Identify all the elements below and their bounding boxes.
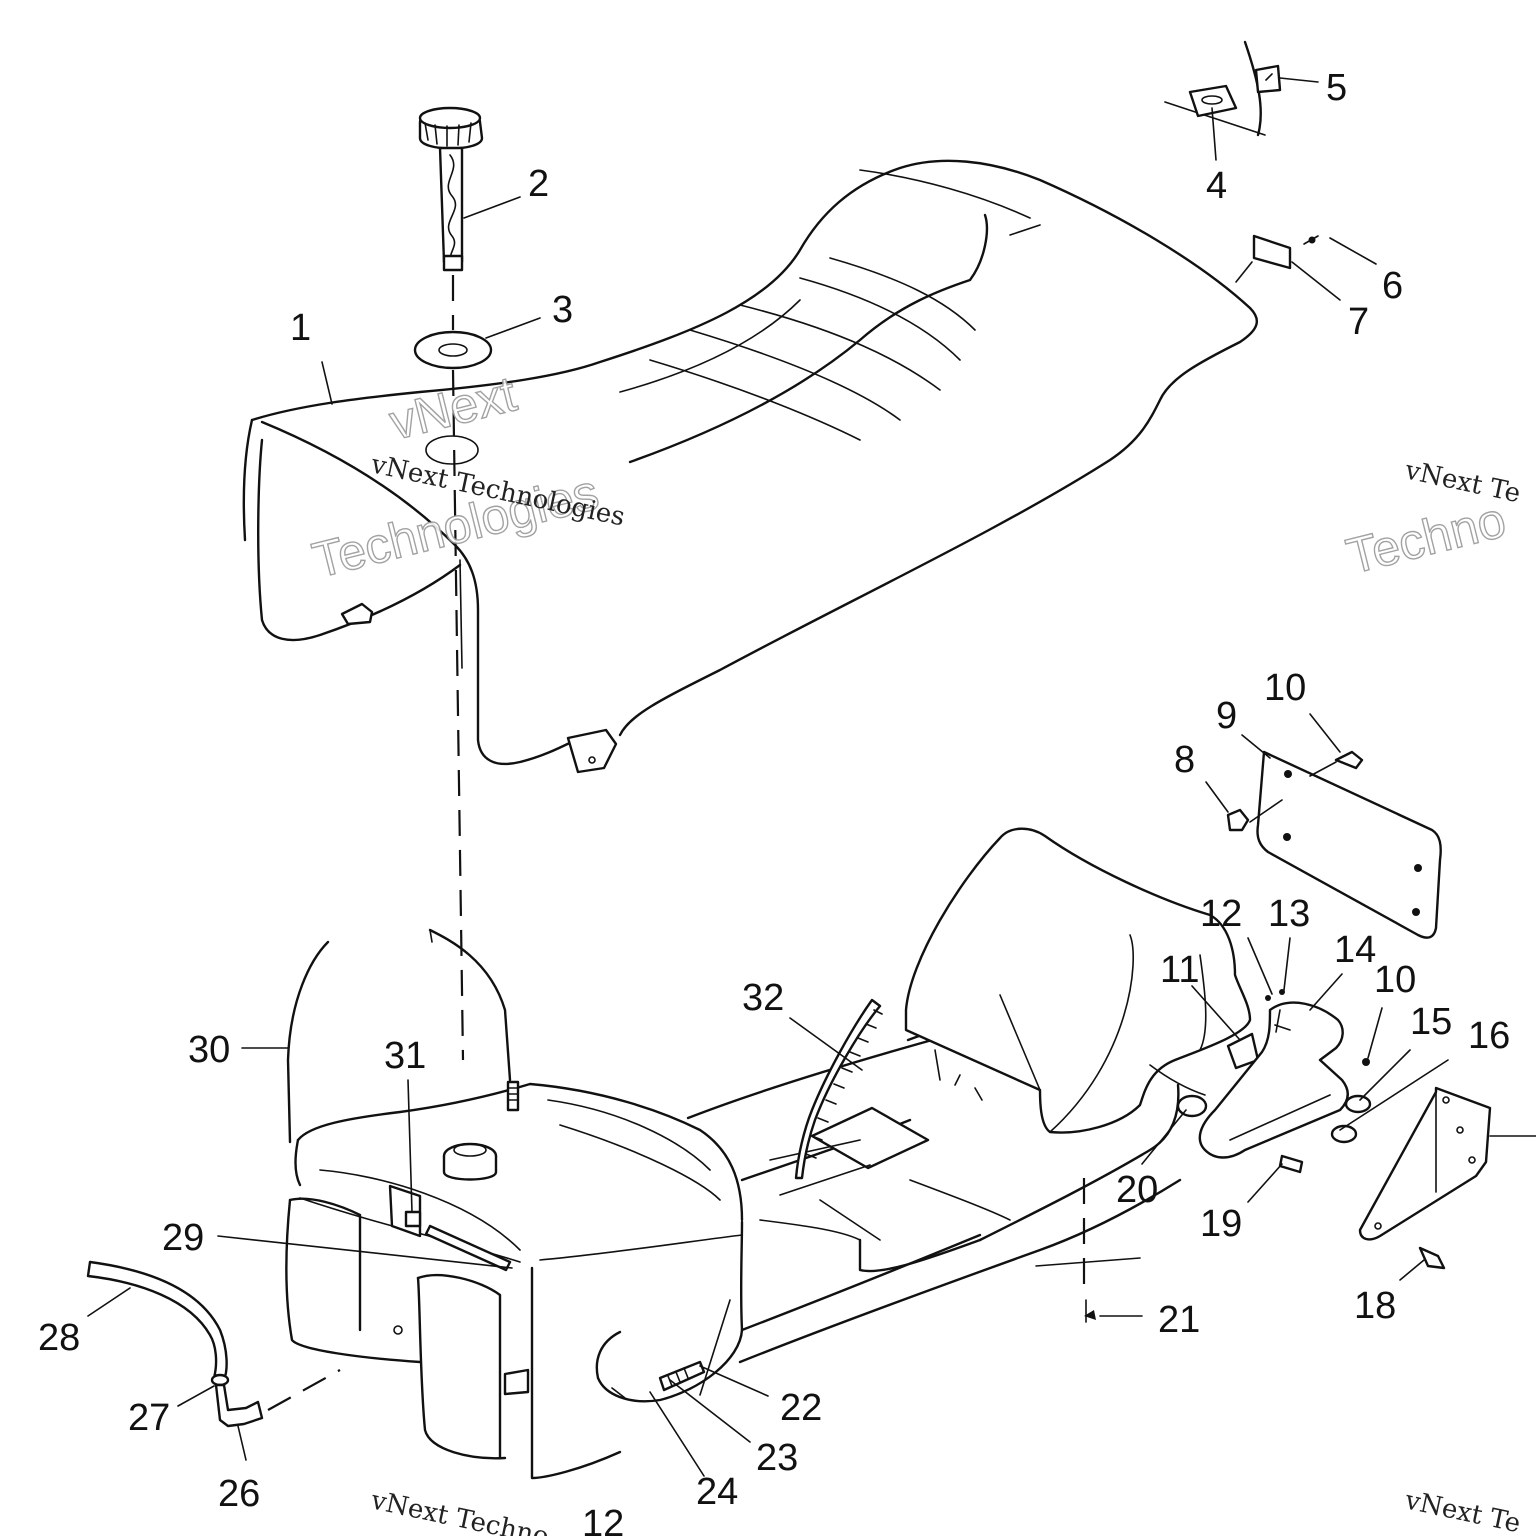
fuel-tank-part[interactable]: [285, 1080, 861, 1480]
callout-labels: 1 2 3 4 5 6 7 8 9 10 10 11 12 13 14 15 1…: [38, 67, 1510, 1536]
callout-10-side: 10: [1374, 959, 1416, 1001]
screw-10[interactable]: [1309, 750, 1364, 777]
fuel-line-32[interactable]: [794, 998, 883, 1180]
callout-32: 32: [742, 977, 784, 1019]
plate-9[interactable]: [1256, 750, 1442, 939]
callout-3: 3: [552, 289, 573, 331]
seat-part[interactable]: [242, 159, 1259, 774]
callout-22: 22: [780, 1387, 822, 1429]
callout-28: 28: [38, 1317, 80, 1359]
hose-28[interactable]: [86, 1260, 228, 1382]
leader-lines: [87, 77, 1449, 1477]
callout-2: 2: [528, 163, 549, 205]
callout-30: 30: [188, 1029, 230, 1071]
callout-9: 9: [1216, 695, 1237, 737]
callout-15: 15: [1410, 1001, 1452, 1043]
callout-23: 23: [756, 1437, 798, 1479]
callout-12: 12: [1200, 893, 1242, 935]
bracket-clip-part[interactable]: [1235, 234, 1319, 283]
grommet-15[interactable]: [1330, 1058, 1372, 1144]
watermark-line2a: vNext: [384, 365, 522, 450]
callout-19: 19: [1200, 1203, 1242, 1245]
side-bracket-16[interactable]: [1358, 1086, 1536, 1241]
callout-31: 31: [384, 1035, 426, 1077]
callout-21: 21: [1158, 1299, 1200, 1341]
callout-14: 14: [1334, 929, 1376, 971]
watermark-corner-right-big: Techno: [1341, 491, 1511, 584]
callout-29: 29: [162, 1217, 204, 1259]
callout-4: 4: [1206, 165, 1227, 207]
nut-8[interactable]: [1226, 799, 1283, 832]
elbow-26-27[interactable]: [210, 1369, 341, 1428]
callout-27: 27: [128, 1397, 170, 1439]
gasket-part[interactable]: [413, 330, 493, 370]
watermark-bottom-left: vNext Techno: [368, 1485, 552, 1536]
callout-26: 26: [218, 1473, 260, 1515]
callout-8: 8: [1174, 739, 1195, 781]
alignment-dash: [451, 369, 465, 1061]
frame-part[interactable]: [686, 827, 1260, 1364]
callout-24: 24: [696, 1471, 738, 1513]
callout-7: 7: [1348, 301, 1369, 343]
watermark-bottom-right: vNext Te: [1402, 1485, 1524, 1536]
callout-11: 11: [1160, 949, 1199, 991]
callout-5: 5: [1326, 67, 1347, 109]
callout-12-bottom: 12: [582, 1503, 624, 1536]
callout-20: 20: [1116, 1169, 1158, 1211]
latch-plate-part[interactable]: [1164, 40, 1282, 137]
taillight-housing-14[interactable]: [1198, 989, 1349, 1159]
callout-1: 1: [290, 307, 311, 349]
callout-16: 16: [1468, 1015, 1510, 1057]
callout-18: 18: [1354, 1285, 1396, 1327]
callout-10-top: 10: [1264, 667, 1306, 709]
fuel-cap-part[interactable]: [418, 106, 484, 272]
vent-hose-part[interactable]: [286, 928, 512, 1144]
callout-6: 6: [1382, 265, 1403, 307]
callout-13: 13: [1268, 893, 1310, 935]
